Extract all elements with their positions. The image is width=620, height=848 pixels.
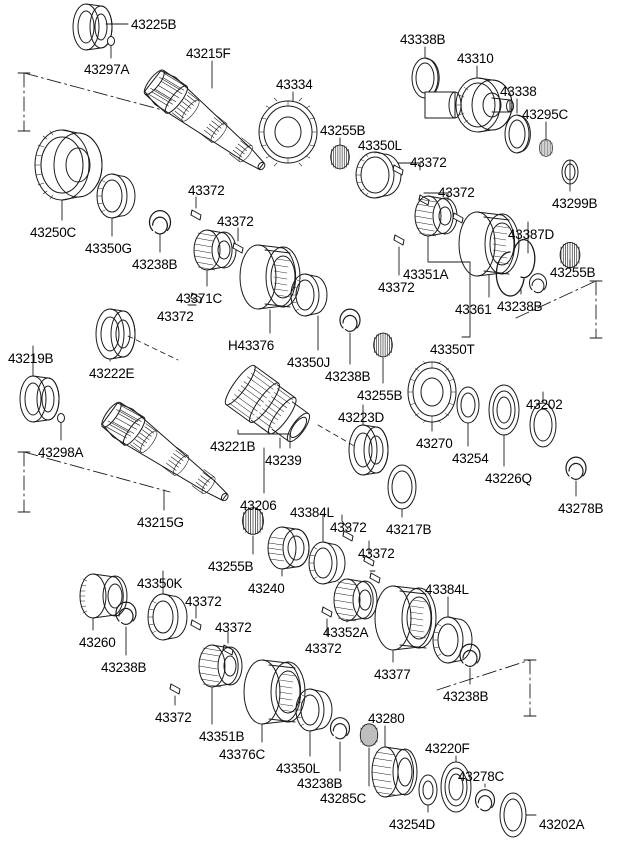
part-label-43350k: 43350K (137, 576, 183, 591)
part-label-43222e: 43222E (89, 366, 135, 381)
part-label-43238b: 43238B (443, 689, 489, 704)
part-label-43238b: 43238B (325, 369, 371, 384)
part-label-43352a: 43352A (323, 625, 369, 640)
part-label-43221b: 43221B (210, 439, 256, 454)
part-label-43254: 43254 (452, 451, 489, 466)
part-label-43215g: 43215G (137, 515, 184, 530)
part-label-43350j: 43350J (287, 355, 331, 370)
part-label-43255b: 43255B (550, 265, 596, 280)
part-label-43372: 43372 (330, 520, 367, 535)
part-label-43350l: 43350L (358, 138, 402, 153)
part-label-43351b: 43351B (199, 729, 245, 744)
part-label-43255b: 43255B (320, 123, 366, 138)
part-label-43239: 43239 (265, 453, 302, 468)
part-label-43387d: 43387D (508, 227, 555, 242)
part-label-43238b: 43238B (101, 660, 147, 675)
part-label-43255b: 43255B (357, 388, 403, 403)
part-label-43351a: 43351A (403, 267, 449, 282)
part-label-h43376: H43376 (228, 338, 275, 353)
part-label-43285c: 43285C (320, 791, 367, 806)
part-label-43254d: 43254D (389, 817, 436, 832)
part-label-43376c: 43376C (219, 747, 266, 762)
part-label-43372: 43372 (217, 214, 254, 229)
part-label-43298a: 43298A (38, 445, 84, 460)
part-label-43372: 43372 (157, 309, 194, 324)
part-label-43238b: 43238B (297, 776, 343, 791)
part-label-43377: 43377 (374, 667, 411, 682)
part-label-43334: 43334 (276, 77, 313, 92)
part-label-43350l: 43350L (276, 761, 320, 776)
part-label-43250c: 43250C (30, 225, 77, 240)
part-label-43217b: 43217B (386, 522, 432, 537)
part-label-43310: 43310 (457, 51, 494, 66)
part-label-43372: 43372 (358, 546, 395, 561)
part-label-43206: 43206 (240, 498, 277, 513)
part-label-43270: 43270 (416, 436, 453, 451)
part-label-43297a: 43297A (84, 62, 130, 77)
part-label-43278b: 43278B (558, 501, 604, 516)
part-label-43350g: 43350G (85, 241, 132, 256)
part-label-43372: 43372 (438, 185, 475, 200)
part-label-43372: 43372 (378, 280, 415, 295)
part-label-43240: 43240 (248, 581, 285, 596)
part-label-43371c: 43371C (176, 291, 223, 306)
part-label-43215f: 43215F (186, 46, 231, 61)
part-label-43372: 43372 (188, 183, 225, 198)
part-label-43280: 43280 (368, 711, 405, 726)
part-label-43278c: 43278C (458, 769, 505, 784)
part-label-43350t: 43350T (430, 342, 475, 357)
part-label-43220f: 43220F (425, 741, 470, 756)
part-label-43372: 43372 (155, 710, 192, 725)
part-label-43226q: 43226Q (485, 471, 532, 486)
part-label-43372: 43372 (215, 620, 252, 635)
part-label-43223d: 43223D (338, 410, 385, 425)
part-label-43361: 43361 (455, 302, 492, 317)
part-label-43260: 43260 (79, 635, 116, 650)
part-label-43202a: 43202A (539, 817, 585, 832)
part-label-43238b: 43238B (497, 299, 543, 314)
part-label-43338b: 43338B (400, 32, 446, 47)
part-label-43372: 43372 (185, 594, 222, 609)
part-label-43295c: 43295C (522, 107, 569, 122)
part-label-43372: 43372 (410, 155, 447, 170)
part-label-43202: 43202 (526, 397, 563, 412)
part-label-43338: 43338 (500, 84, 537, 99)
part-label-43299b: 43299B (552, 196, 598, 211)
part-label-43225b: 43225B (131, 17, 177, 32)
part-label-43238b: 43238B (132, 257, 178, 272)
part-label-43372: 43372 (305, 641, 342, 656)
part-label-43255b: 43255B (208, 559, 254, 574)
part-label-43219b: 43219B (8, 351, 54, 366)
part-label-43384l: 43384L (290, 505, 334, 520)
part-label-43384l: 43384L (425, 582, 469, 597)
